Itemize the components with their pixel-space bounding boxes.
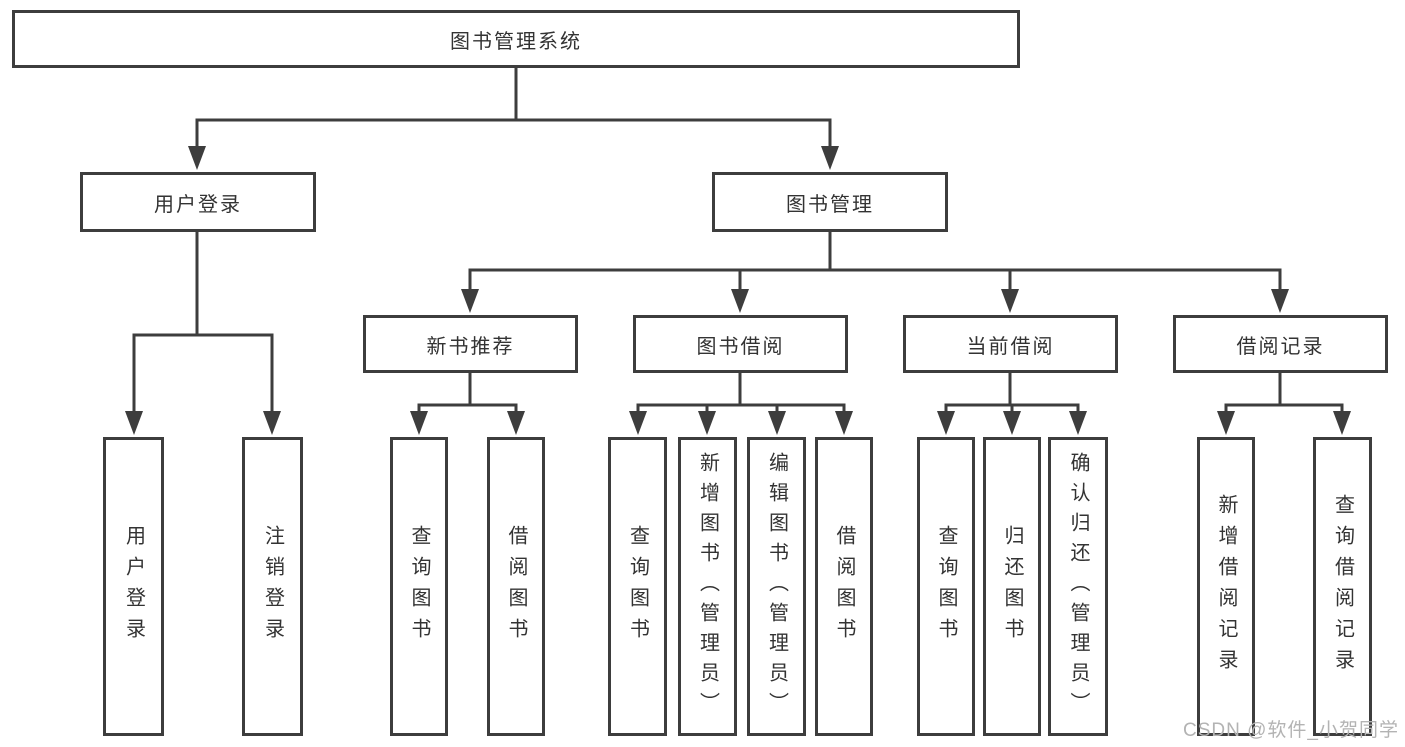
node-label: 查询借阅记录 [1331,493,1354,680]
leaf-br-add-record: 新增借阅记录 [1197,437,1255,736]
node-label: 编辑图书（管理员） [765,451,788,722]
node-user-login: 用户登录 [80,172,316,232]
node-label: 借阅图书 [833,524,855,649]
node-label: 图书管理系统 [450,30,582,53]
node-current-borrow: 当前借阅 [903,315,1118,373]
node-label: 注销登录 [261,524,284,649]
node-label: 用户登录 [154,193,242,216]
node-book-borrow: 图书借阅 [633,315,848,373]
node-root: 图书管理系统 [12,10,1020,68]
leaf-logout: 注销登录 [242,437,303,736]
node-borrow-records: 借阅记录 [1173,315,1388,373]
connector-paths [132,66,1344,416]
leaf-bb-add-books-admin: 新增图书（管理员） [678,437,737,736]
node-label: 新增借阅记录 [1215,493,1237,680]
leaf-cb-query-books: 查询图书 [917,437,975,736]
leaf-user-login: 用户登录 [103,437,164,736]
node-label: 用户登录 [122,524,145,649]
leaf-bb-borrow-books: 借阅图书 [815,437,873,736]
leaf-bb-query-books: 查询图书 [608,437,667,736]
node-label: 查询图书 [626,524,649,649]
node-label: 新书推荐 [426,335,515,358]
node-label: 图书管理 [786,193,874,216]
leaf-cb-return-books: 归还图书 [983,437,1041,736]
leaf-bb-edit-books-admin: 编辑图书（管理员） [747,437,806,736]
node-label: 查询图书 [408,524,430,649]
node-label: 当前借阅 [966,335,1055,358]
node-label: 确认归还（管理员） [1067,451,1089,722]
node-new-book-recommend: 新书推荐 [363,315,578,373]
node-label: 新增图书（管理员） [696,451,719,722]
leaf-cb-confirm-return-admin: 确认归还（管理员） [1048,437,1108,736]
node-label: 借阅图书 [505,524,527,649]
node-label: 归还图书 [1001,524,1023,649]
node-label: 图书借阅 [696,335,785,358]
node-label: 借阅记录 [1236,335,1325,358]
node-book-management: 图书管理 [712,172,948,232]
node-label: 查询图书 [935,524,957,649]
leaf-nb-query-books: 查询图书 [390,437,448,736]
leaf-nb-borrow-books: 借阅图书 [487,437,545,736]
watermark: CSDN @软件_小贺同学 [1183,720,1399,741]
leaf-br-query-record: 查询借阅记录 [1313,437,1372,736]
arrowheads [125,146,1351,435]
